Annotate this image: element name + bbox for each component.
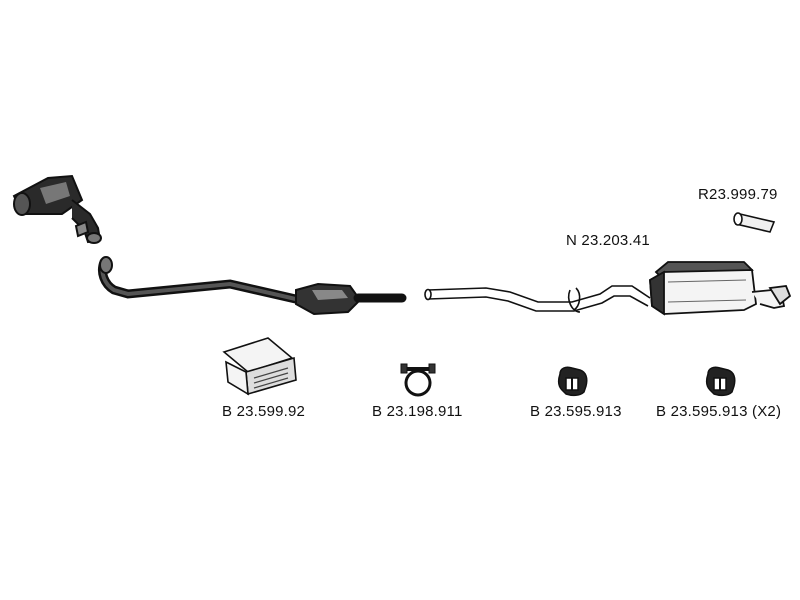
- front-flange: [74, 220, 90, 238]
- rear-silencer-shade: [667, 279, 747, 303]
- rear-silencer-end: [649, 270, 665, 316]
- clamp-ring: [404, 369, 432, 397]
- middle-pipe-part: [424, 285, 651, 313]
- rubber-mount-label: B 23.595.913: [530, 403, 622, 420]
- clamp-part: [400, 363, 436, 397]
- tailpipe-label: R23.999.79: [698, 186, 778, 203]
- tailpipe-piece-part: [733, 212, 776, 233]
- mounting-kit-label: B 23.599.92: [222, 403, 306, 420]
- clamp-nut-left: [400, 363, 408, 374]
- front-pipe-flange: [99, 256, 113, 274]
- mounting-kit-box-side: [225, 360, 249, 396]
- rubber-mount-x2-label: B 23.595.913 (X2): [656, 403, 782, 420]
- rear-silencer-body: [649, 269, 757, 315]
- middle-pipe-inlet: [424, 288, 432, 301]
- front-pipe-bend-inner: [100, 260, 302, 302]
- rear-silencer-part: [649, 261, 792, 316]
- rubber-mount-x2-part: [705, 366, 736, 397]
- front-pipe-catalyst-part: [97, 256, 407, 316]
- catalyst-highlight: [312, 290, 348, 300]
- rear-tailpipe-tip: [768, 285, 792, 306]
- tailpipe-piece-end: [733, 212, 743, 226]
- rubber-mount-part: [557, 366, 588, 397]
- front-catalyst-part: [12, 174, 102, 244]
- clamp-label: B 23.198.911: [372, 403, 463, 420]
- clamp-nut-right: [428, 363, 436, 374]
- middle-pipe-hanger: [567, 287, 581, 313]
- mounting-kit-part: [222, 337, 297, 396]
- front-catalyst-inlet: [13, 192, 31, 216]
- middle-pipe-outline-bottom: [427, 295, 649, 312]
- middle-pipe-label: N 23.203.41: [566, 232, 650, 249]
- middle-pipe-outline-top: [427, 285, 651, 303]
- front-downpipe-end: [86, 232, 102, 244]
- front-catalyst-highlight: [40, 182, 70, 204]
- mounting-kit-stripes: [253, 367, 289, 389]
